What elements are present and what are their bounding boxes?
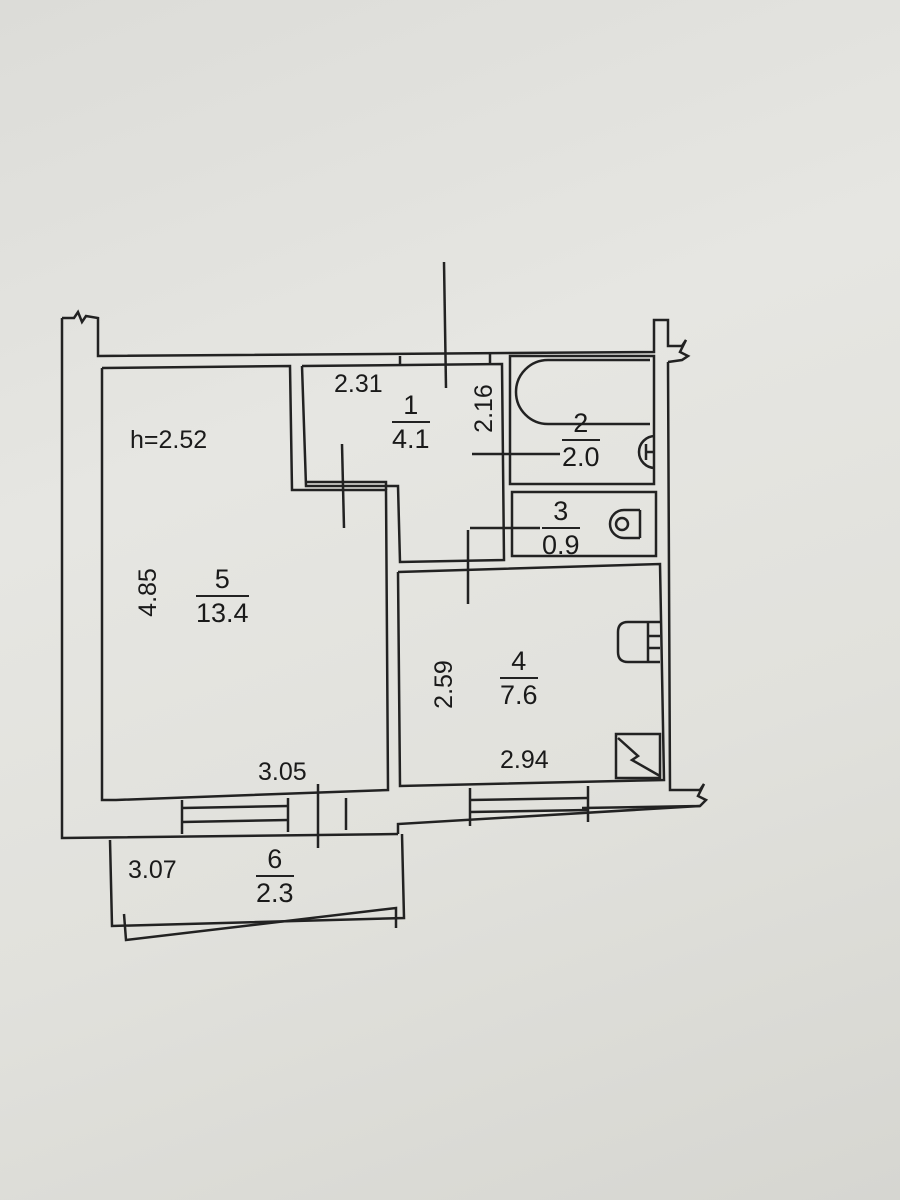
room-1-area: 4.1 xyxy=(392,424,430,454)
room-5-number: 5 xyxy=(196,566,249,597)
outer-walls xyxy=(60,309,709,840)
room-3-label: 3 0.9 xyxy=(542,498,580,559)
room-5-area: 13.4 xyxy=(196,598,249,628)
room-6-label: 6 2.3 xyxy=(256,846,294,907)
room-1-number: 1 xyxy=(392,392,430,423)
room-4-width-dimension: 2.94 xyxy=(500,746,549,774)
room-3-area: 0.9 xyxy=(542,530,580,560)
room-6-width-dimension: 3.07 xyxy=(128,856,177,884)
room-6-area: 2.3 xyxy=(256,878,294,908)
room-1-label: 1 4.1 xyxy=(392,392,430,453)
room-1-length-dimension: 2.16 xyxy=(469,384,498,433)
windows xyxy=(180,784,590,848)
room-5-width-dimension: 3.05 xyxy=(258,758,307,786)
room-4-length-dimension: 2.59 xyxy=(429,660,458,709)
room-5-length-dimension: 4.85 xyxy=(133,568,162,617)
room-2-label: 2 2.0 xyxy=(562,410,600,471)
room-3-outline xyxy=(510,490,658,558)
room-2-area: 2.0 xyxy=(562,442,600,472)
room-3-number: 3 xyxy=(542,498,580,529)
room-6-number: 6 xyxy=(256,846,294,877)
room-1-width-dimension: 2.31 xyxy=(334,370,383,398)
room-4-area: 7.6 xyxy=(500,680,538,710)
room-2-outline xyxy=(508,354,656,486)
room-4-label: 4 7.6 xyxy=(500,648,538,709)
ceiling-height-label: h=2.52 xyxy=(130,426,208,454)
room-6-outline xyxy=(108,833,406,942)
room-2-number: 2 xyxy=(562,410,600,441)
room-4-outline xyxy=(396,562,666,788)
room-4-number: 4 xyxy=(500,648,538,679)
room-5-label: 5 13.4 xyxy=(196,566,249,627)
room-1-outline xyxy=(300,261,560,604)
